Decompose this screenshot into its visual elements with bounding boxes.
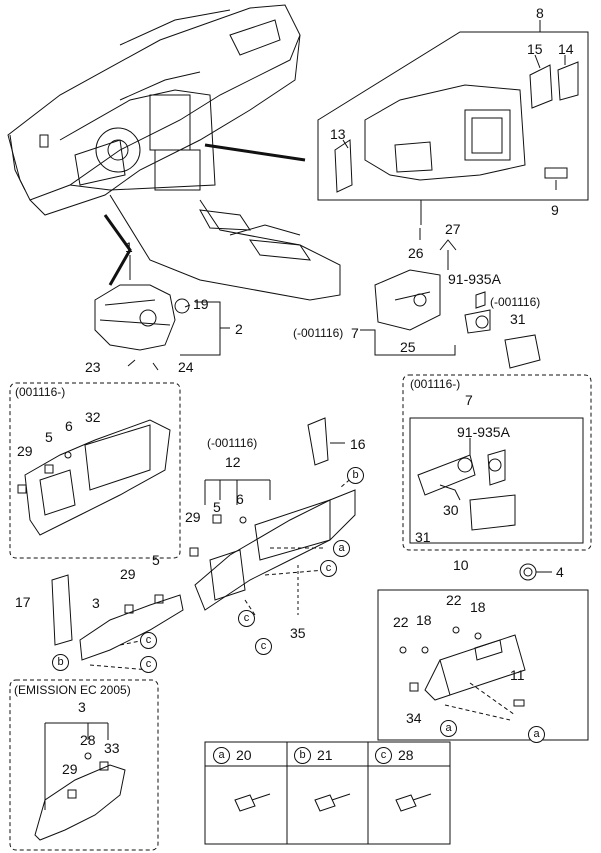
callout-31-top: 31 (510, 311, 526, 327)
lower-panel-left-box (17, 419, 171, 536)
group-label-left-box: (001116-) (15, 385, 66, 399)
callout-4: 4 (556, 564, 564, 580)
callout-2: 2 (235, 321, 243, 337)
callout-26: 26 (408, 245, 424, 261)
marker-c: c (140, 656, 157, 673)
ref-91-935A-right: 91-935A (457, 424, 510, 440)
callout-31-right: 31 (415, 529, 431, 545)
callout-28: 28 (80, 732, 96, 748)
callout-25: 25 (400, 339, 416, 355)
group-label-12: (-001116) (207, 436, 258, 450)
glove-box (399, 626, 526, 721)
callout-6-center: 6 (236, 491, 244, 507)
callout-10: 10 (453, 557, 469, 573)
callout-7-left: 7 (351, 325, 359, 341)
column-shroud (94, 255, 230, 371)
lower-panel-center (189, 474, 356, 616)
callout-9: 9 (551, 202, 559, 218)
callout-17: 17 (15, 594, 31, 610)
marker-c: c (238, 610, 255, 627)
group-label-31: (-001116) (490, 295, 541, 309)
callout-3-emission: 3 (78, 699, 86, 715)
callout-7-right: 7 (465, 392, 473, 408)
callout-18-right: 18 (470, 599, 486, 615)
callout-6-left: 6 (65, 418, 73, 434)
legend-screws (234, 793, 432, 812)
callout-5-center: 5 (213, 499, 221, 515)
callout-16: 16 (350, 436, 366, 452)
marker-a: a (333, 540, 350, 557)
bracket-assembly (360, 239, 541, 369)
callout-22-right: 22 (446, 592, 462, 608)
callout-29-lower: 29 (120, 566, 136, 582)
marker-c: c (140, 632, 157, 649)
group-label-7-left: (-001116) (293, 326, 344, 340)
callout-13: 13 (330, 126, 346, 142)
ref-91-935A-top: 91-935A (448, 271, 501, 287)
callout-8: 8 (536, 5, 544, 21)
callout-35: 35 (290, 625, 306, 641)
marker-a: a (528, 726, 545, 743)
legend-marker-a: a (213, 747, 230, 764)
callout-5-left: 5 (45, 429, 53, 445)
callout-32: 32 (85, 409, 101, 425)
legend-part-21: 21 (317, 747, 333, 763)
marker-c: c (255, 638, 272, 655)
callout-14: 14 (558, 41, 574, 57)
emission-panel (34, 722, 126, 841)
callout-23: 23 (85, 359, 101, 375)
callout-34: 34 (406, 710, 422, 726)
legend-part-20: 20 (236, 747, 252, 763)
switch-panel-right-box (417, 449, 516, 531)
legend-marker-b: b (294, 747, 311, 764)
callout-19: 19 (193, 296, 209, 312)
dashboard-illustration (7, 4, 341, 301)
callout-11: 11 (510, 667, 525, 683)
callout-15: 15 (527, 41, 543, 57)
callout-1: 1 (125, 239, 133, 255)
callout-27: 27 (445, 221, 461, 237)
callout-29-center: 29 (185, 509, 201, 525)
marker-c: c (320, 560, 337, 577)
marker-b: b (347, 467, 364, 484)
callout-18-left: 18 (416, 612, 432, 628)
callout-22-left: 22 (393, 614, 409, 630)
marker-b: b (52, 654, 69, 671)
callout-33: 33 (104, 740, 120, 756)
marker-a: a (440, 720, 457, 737)
legend-marker-c: c (375, 747, 392, 764)
group-label-right-box: (001116-) (410, 377, 461, 391)
callout-29-emission: 29 (62, 761, 78, 777)
cluster-facia-group-outline (317, 31, 589, 225)
callout-29-left: 29 (17, 443, 33, 459)
callout-5-lower: 5 (152, 552, 160, 568)
callout-30: 30 (443, 502, 459, 518)
callout-24: 24 (178, 359, 194, 375)
legend-part-28: 28 (398, 747, 414, 763)
callout-12: 12 (225, 454, 241, 470)
group-label-emission: (EMISSION EC 2005) (14, 683, 131, 697)
callout-3-lower: 3 (92, 595, 100, 611)
